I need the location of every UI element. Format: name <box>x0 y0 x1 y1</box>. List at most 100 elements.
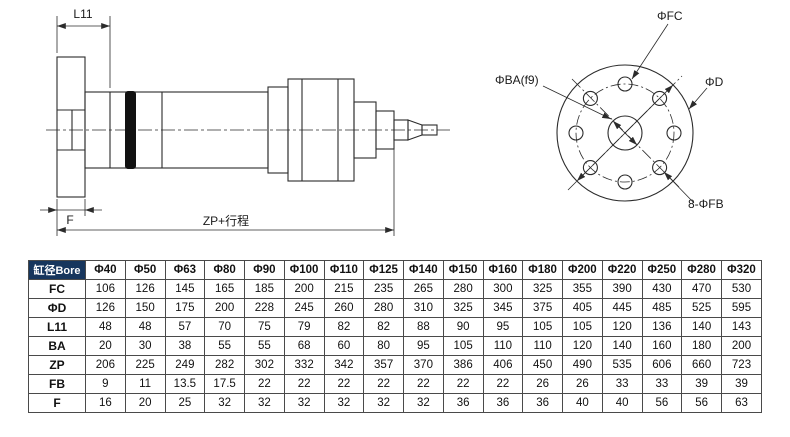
table-row-label: BA <box>28 336 86 356</box>
dim-label-fb: 8-ΦFB <box>688 197 724 211</box>
table-cell: 325 <box>522 279 563 299</box>
table-cell: 22 <box>323 374 365 394</box>
front-view-dimensions <box>542 23 708 204</box>
table-cell: 57 <box>164 317 206 337</box>
dim-label-l11: L11 <box>73 7 92 21</box>
table-header-col: Φ50 <box>124 260 166 280</box>
table-cell: 40 <box>562 393 603 413</box>
bolt-circle <box>575 83 675 183</box>
table-cell: 355 <box>562 279 603 299</box>
dim-label-zp: ZP+行程 <box>203 213 249 228</box>
table-header-col: Φ250 <box>641 260 683 280</box>
table-cell: 20 <box>85 336 126 356</box>
table-header-col: Φ40 <box>85 260 126 280</box>
side-view-dimensions <box>40 16 395 236</box>
table-cell: 22 <box>283 374 325 394</box>
table-cell: 105 <box>562 317 603 337</box>
table-cell: 245 <box>283 298 325 318</box>
table-cell: 9 <box>85 374 126 394</box>
table-cell: 22 <box>442 374 484 394</box>
table-cell: 32 <box>283 393 325 413</box>
table-cell: 22 <box>403 374 444 394</box>
table-cell: 375 <box>522 298 563 318</box>
table-cell: 342 <box>323 355 365 375</box>
table-cell: 140 <box>601 336 643 356</box>
table-cell: 40 <box>601 393 643 413</box>
table-cell: 126 <box>124 279 166 299</box>
seal-ring <box>125 91 136 169</box>
table-cell: 95 <box>482 317 524 337</box>
table-cell: 228 <box>244 298 285 318</box>
table-cell: 445 <box>601 298 643 318</box>
table-header-col: Φ140 <box>403 260 444 280</box>
table-cell: 215 <box>323 279 365 299</box>
table-cell: 200 <box>204 298 245 318</box>
table-cell: 345 <box>482 298 524 318</box>
table-cell: 723 <box>721 355 762 375</box>
table-cell: 26 <box>522 374 563 394</box>
table-cell: 606 <box>641 355 683 375</box>
table-cell: 185 <box>244 279 285 299</box>
side-view-drawing <box>46 56 450 198</box>
table-cell: 32 <box>403 393 444 413</box>
table-cell: 48 <box>85 317 126 337</box>
table-cell: 280 <box>442 279 484 299</box>
table-cell: 150 <box>124 298 166 318</box>
table-cell: 143 <box>721 317 762 337</box>
table-header-col: Φ100 <box>283 260 325 280</box>
table-cell: 175 <box>164 298 206 318</box>
table-cell: 485 <box>641 298 683 318</box>
table-cell: 120 <box>562 336 603 356</box>
table-cell: 310 <box>403 298 444 318</box>
table-header-col: Φ150 <box>442 260 484 280</box>
table-cell: 105 <box>442 336 484 356</box>
table-cell: 260 <box>323 298 365 318</box>
table-header-col: Φ220 <box>601 260 643 280</box>
table-cell: 265 <box>403 279 444 299</box>
table-cell: 22 <box>482 374 524 394</box>
table-cell: 145 <box>164 279 206 299</box>
table-row-label: F <box>28 393 86 413</box>
table-cell: 120 <box>601 317 643 337</box>
table-cell: 63 <box>721 393 762 413</box>
table-cell: 55 <box>244 336 285 356</box>
table-cell: 332 <box>283 355 325 375</box>
table-cell: 126 <box>85 298 126 318</box>
table-cell: 20 <box>124 393 166 413</box>
table-cell: 82 <box>363 317 404 337</box>
table-cell: 530 <box>721 279 762 299</box>
table-cell: 300 <box>482 279 524 299</box>
table-cell: 405 <box>562 298 603 318</box>
table-cell: 180 <box>681 336 722 356</box>
table-cell: 110 <box>522 336 563 356</box>
table-cell: 200 <box>721 336 762 356</box>
table-cell: 22 <box>244 374 285 394</box>
table-cell: 90 <box>442 317 484 337</box>
table-cell: 386 <box>442 355 484 375</box>
table-cell: 225 <box>124 355 166 375</box>
table-header-col: Φ180 <box>522 260 563 280</box>
table-cell: 32 <box>323 393 365 413</box>
table-cell: 79 <box>283 317 325 337</box>
table-row-label: L11 <box>28 317 86 337</box>
table-cell: 390 <box>601 279 643 299</box>
table-cell: 70 <box>204 317 245 337</box>
table-row-label: ZP <box>28 355 86 375</box>
table-header-col: Φ90 <box>244 260 285 280</box>
table-cell: 36 <box>522 393 563 413</box>
table-cell: 80 <box>363 336 404 356</box>
table-cell: 525 <box>681 298 722 318</box>
table-cell: 32 <box>244 393 285 413</box>
table-cell: 32 <box>204 393 245 413</box>
table-cell: 95 <box>403 336 444 356</box>
table-cell: 200 <box>283 279 325 299</box>
table-header-col: Φ80 <box>204 260 245 280</box>
table-cell: 280 <box>363 298 404 318</box>
table-cell: 110 <box>482 336 524 356</box>
